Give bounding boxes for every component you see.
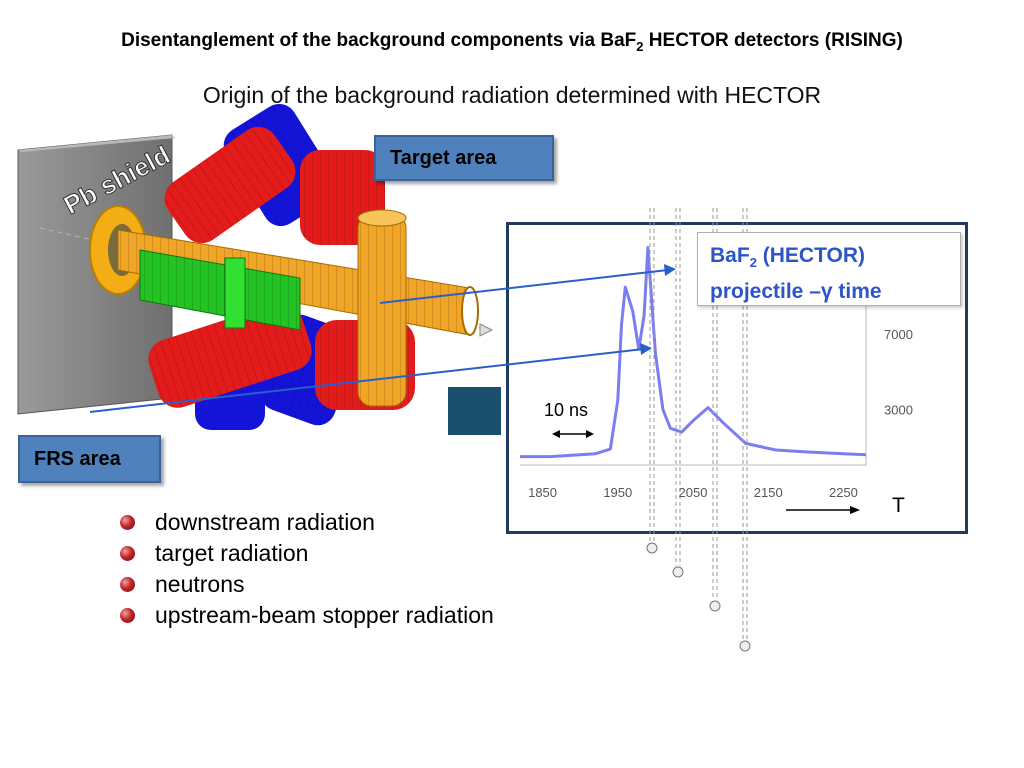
legend-line-1-prefix: BaF	[710, 244, 750, 267]
y-tick-label: 7000	[884, 327, 913, 342]
slide-title: Disentanglement of the background compon…	[0, 30, 1024, 54]
x-tick-label: 2250	[829, 485, 858, 500]
list-item-text: upstream-beam stopper radiation	[155, 602, 494, 628]
pointer-arrow-target	[379, 264, 676, 304]
list-item: neutrons	[118, 569, 494, 600]
bullet-icon	[120, 515, 135, 530]
bullet-icon	[120, 608, 135, 623]
x-tick-label: 1950	[603, 485, 632, 500]
gate-marker-pin-icon	[709, 600, 721, 612]
legend-line-1-suffix: (HECTOR)	[756, 244, 866, 267]
time-scale-label: 10 ns	[544, 400, 588, 420]
pointer-arrow-frs	[89, 343, 652, 413]
title-suffix: HECTOR detectors (RISING)	[643, 30, 903, 51]
plot-legend: BaF2 (HECTOR) projectile –γ time	[697, 232, 961, 306]
frs-area-text: FRS area	[34, 447, 121, 470]
legend-line-1-subscript: 2	[749, 255, 757, 271]
bullet-icon	[120, 577, 135, 592]
list-item: target radiation	[118, 538, 494, 569]
time-axis-label: T	[892, 494, 905, 517]
time-axis-arrow	[786, 506, 860, 514]
teal-square-decoration	[448, 387, 501, 435]
title-prefix: Disentanglement of the background compon…	[121, 30, 637, 51]
x-tick-label: 2150	[754, 485, 783, 500]
y-tick-label: 3000	[884, 403, 913, 418]
frs-area-label: FRS area	[18, 435, 161, 483]
target-area-label: Target area	[374, 135, 554, 181]
slide-subtitle: Origin of the background radiation deter…	[202, 82, 822, 108]
x-tick-label: 2050	[679, 485, 708, 500]
list-item-text: downstream radiation	[155, 509, 375, 535]
gate-marker-pin-icon	[739, 640, 751, 652]
title-subscript: 2	[636, 38, 644, 54]
green-detector	[139, 249, 301, 331]
detector-illustration: Pb shield	[17, 103, 494, 430]
gate-marker-pin-icon	[672, 566, 684, 578]
gate-marker-pin-icon	[646, 542, 658, 554]
list-item-text: target radiation	[155, 540, 309, 566]
beam-direction-marker	[479, 323, 494, 337]
legend-line-1: BaF2 (HECTOR)	[710, 241, 960, 277]
x-tick-label: 1850	[528, 485, 557, 500]
bullet-icon	[120, 546, 135, 561]
legend-line-2: projectile –γ time	[710, 280, 882, 304]
background-sources-list: downstream radiation target radiation ne…	[118, 507, 494, 631]
target-area-text: Target area	[390, 146, 497, 169]
list-item-text: neutrons	[155, 571, 245, 597]
spectrum-series-line	[520, 246, 867, 459]
target-chamber	[357, 209, 407, 407]
list-item: downstream radiation	[118, 507, 494, 538]
list-item: upstream-beam stopper radiation	[118, 600, 494, 631]
time-scale-arrow	[552, 430, 594, 438]
